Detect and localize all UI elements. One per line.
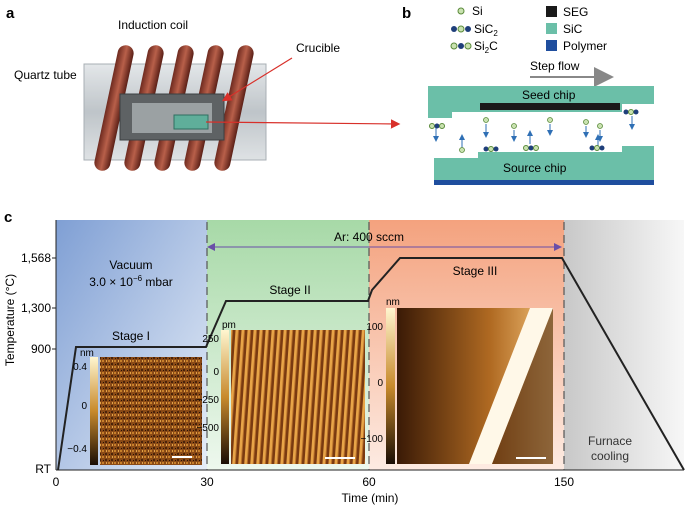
crucible-pointer — [221, 57, 293, 102]
stage2-label: Stage II — [269, 283, 310, 297]
sic2-molecule-icon — [451, 26, 457, 32]
legend-sic2: SiC2 — [451, 22, 498, 38]
y-axis-label: Temperature (°C) — [3, 274, 17, 366]
afm-inset-stage3: nm 100 0 −100 — [360, 297, 553, 464]
legend-sic: SiC — [546, 22, 583, 36]
cooling-label: cooling — [591, 449, 629, 463]
vacuum-pressure: 3.0 × 10−6 mbar — [89, 274, 173, 289]
polymer-layer — [434, 180, 654, 185]
y-tick-rt: RT — [35, 462, 51, 476]
svg-text:−0.4: −0.4 — [67, 444, 87, 455]
colorbar-1 — [90, 357, 98, 465]
x-axis-label: Time (min) — [342, 491, 399, 505]
svg-text:0.4: 0.4 — [73, 362, 87, 373]
svg-text:nm: nm — [80, 348, 94, 359]
stage1-label: Stage I — [112, 329, 150, 343]
y-tick-900: 900 — [31, 342, 51, 356]
colorbar-2 — [221, 330, 229, 464]
vacuum-label: Vacuum — [109, 258, 152, 272]
panel-c: c Ar: 400 sccm 1,568 1,300 900 RT 0 — [3, 209, 685, 505]
quartz-tube-label: Quartz tube — [14, 68, 77, 82]
x-tick-150: 150 — [554, 475, 574, 489]
chip-stack — [173, 114, 209, 130]
temperature-profile — [57, 257, 685, 471]
svg-text:SEG: SEG — [563, 5, 588, 19]
sic-swatch — [546, 23, 557, 34]
svg-text:Si2C: Si2C — [474, 39, 498, 55]
afm-image-1 — [100, 357, 202, 465]
x-tick-0: 0 — [53, 475, 60, 489]
source-chip — [434, 146, 654, 182]
y-tick-1300: 1,300 — [21, 301, 51, 315]
svg-text:0: 0 — [81, 401, 87, 412]
cooling-region — [564, 220, 684, 470]
svg-text:SiC2: SiC2 — [474, 22, 498, 38]
svg-text:pm: pm — [222, 320, 236, 331]
afm-image-2 — [231, 330, 365, 464]
colorbar-3 — [386, 308, 395, 464]
x-tick-30: 30 — [200, 475, 214, 489]
svg-text:Polymer: Polymer — [563, 39, 607, 53]
svg-text:0: 0 — [377, 378, 383, 389]
svg-text:0: 0 — [213, 367, 219, 378]
x-tick-60: 60 — [362, 475, 376, 489]
step-edge — [469, 308, 553, 464]
panel-b: b Si SiC2 Si2C SEG SiC Polymer — [402, 4, 654, 185]
species-flux — [429, 109, 639, 153]
si-atom-icon — [457, 7, 465, 15]
afm-inset-stage1: nm 0.4 0 −0.4 — [67, 348, 202, 465]
seg-swatch — [546, 6, 557, 17]
zoom-arrow — [205, 119, 401, 129]
afm-inset-stage2: pm 250 0 −250 −500 — [196, 320, 365, 464]
panel-b-letter: b — [402, 5, 411, 22]
legend-si: Si — [457, 4, 483, 18]
ar-flow-label: Ar: 400 sccm — [334, 230, 404, 244]
legend-si2c: Si2C — [450, 39, 498, 55]
panel-c-letter: c — [4, 209, 12, 226]
legend-polymer: Polymer — [546, 39, 607, 53]
polymer-swatch — [546, 40, 557, 51]
panel-a: a Induction coil Crucible Quartz tube — [6, 5, 401, 171]
furnace-label: Furnace — [588, 434, 632, 448]
svg-text:−100: −100 — [360, 434, 383, 445]
crucible-label: Crucible — [296, 41, 340, 55]
svg-text:Si: Si — [472, 4, 483, 18]
induction-coil-label: Induction coil — [118, 18, 188, 32]
stage3-label: Stage III — [453, 264, 498, 278]
svg-text:−250: −250 — [196, 395, 219, 406]
si2c-molecule-icon — [450, 42, 458, 50]
panel-a-letter: a — [6, 5, 15, 22]
seg-layer — [480, 103, 620, 110]
y-tick-1568: 1,568 — [21, 251, 51, 265]
legend-seg: SEG — [546, 5, 588, 19]
svg-text:SiC: SiC — [563, 22, 583, 36]
source-chip-label: Source chip — [503, 161, 567, 175]
step-flow-label: Step flow — [530, 59, 580, 73]
svg-text:−500: −500 — [196, 423, 219, 434]
seed-chip-label: Seed chip — [522, 88, 576, 102]
svg-text:100: 100 — [366, 322, 383, 333]
svg-text:250: 250 — [202, 334, 219, 345]
svg-text:nm: nm — [386, 297, 400, 308]
